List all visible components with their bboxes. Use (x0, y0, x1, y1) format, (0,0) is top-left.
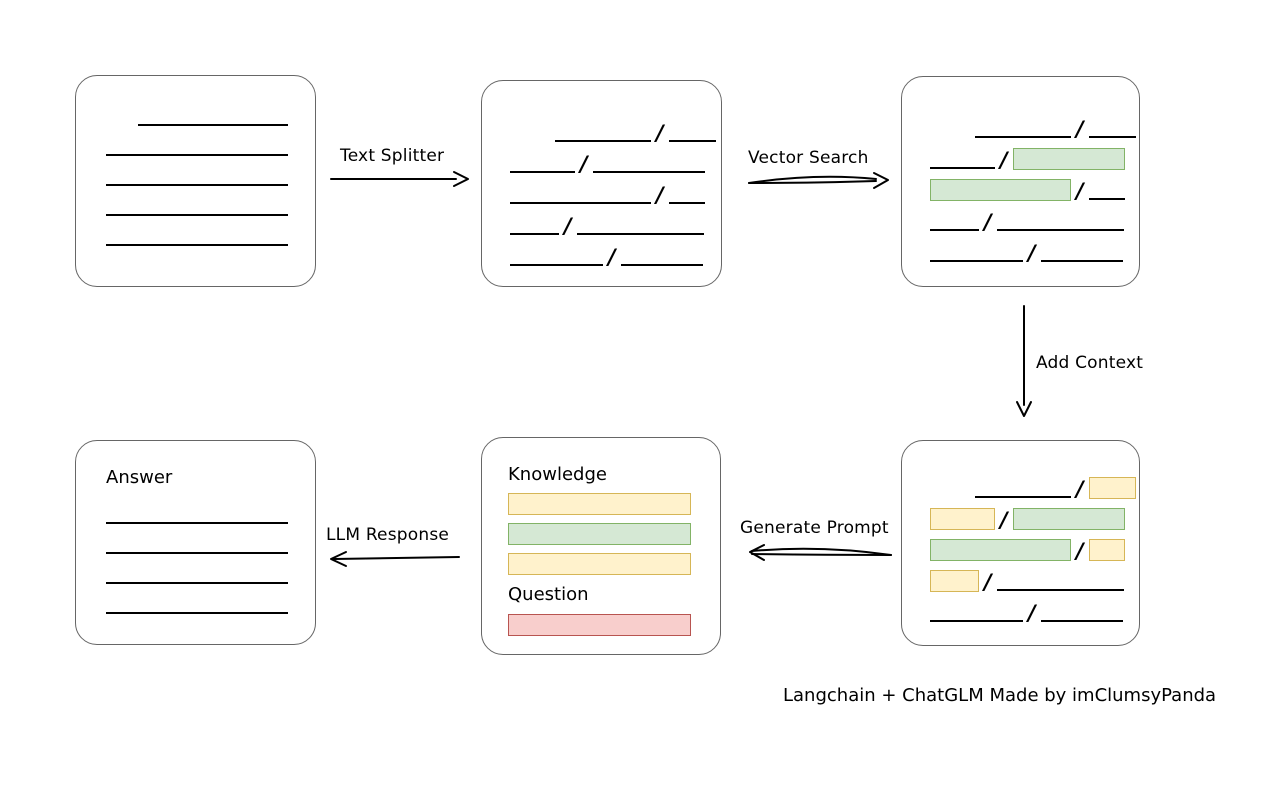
question-label: Question (508, 584, 589, 605)
chunk-segment-green (930, 179, 1071, 201)
chunk-segment-plain (996, 589, 1124, 591)
chunk-row: / (930, 206, 1124, 234)
arrow-label-generate-prompt: Generate Prompt (740, 518, 889, 538)
chunk-segment-plain (930, 229, 979, 231)
chunk-row: / (930, 237, 1123, 265)
chunk-row: / (555, 117, 716, 145)
chunk-segment-plain (576, 233, 704, 235)
chunk-row: / (510, 210, 704, 238)
llm-response-arrow (330, 551, 460, 567)
segment-separator-slash: / (564, 214, 572, 238)
arrow-label-add-context: Add Context (1036, 353, 1144, 373)
segment-separator-slash: / (656, 183, 664, 207)
document-line (106, 184, 288, 186)
chunk-segment-plain (930, 167, 995, 169)
knowledge-bar-green (508, 523, 691, 545)
segment-separator-slash: / (1028, 601, 1036, 625)
chunk-segment-plain (592, 171, 705, 173)
chunk-segment-plain (620, 264, 703, 266)
chunk-segment-plain (1088, 198, 1125, 200)
segment-separator-slash: / (1076, 179, 1084, 203)
segment-separator-slash: / (656, 121, 664, 145)
chunk-segment-plain (1040, 260, 1123, 262)
chunk-row: / (930, 504, 1125, 532)
vector-search-arrow (748, 172, 889, 189)
chunk-segment-plain (668, 202, 705, 204)
segment-separator-slash: / (1000, 508, 1008, 532)
generate-prompt-arrow (749, 544, 892, 561)
segment-separator-slash: / (984, 570, 992, 594)
document-line (106, 154, 288, 156)
vector-matches-box[interactable]: / / / / / (901, 76, 1140, 287)
chunk-row: / (975, 473, 1136, 501)
chunk-segment-plain (1088, 136, 1136, 138)
answer-line (106, 612, 288, 614)
chunk-row: / (930, 175, 1125, 203)
chunk-segment-plain (930, 260, 1023, 262)
answer-title: Answer (106, 467, 173, 488)
chunk-segment-plain (930, 620, 1023, 622)
chunk-segment-plain (510, 202, 651, 204)
chunk-segment-yellow (930, 570, 979, 592)
source-document-box[interactable] (75, 75, 316, 287)
document-line (138, 124, 288, 126)
answer-line (106, 582, 288, 584)
arrow-label-llm-response: LLM Response (326, 525, 450, 545)
chunk-segment-green (1012, 508, 1125, 530)
knowledge-bar-yellow (508, 553, 691, 575)
segment-separator-slash: / (1076, 477, 1084, 501)
context-added-box[interactable]: / / / / / (901, 440, 1140, 646)
knowledge-bar-yellow (508, 493, 691, 515)
chunk-row: / (510, 179, 705, 207)
add-context-arrow (1016, 305, 1032, 417)
answer-line (106, 522, 288, 524)
arrow-label-vector-search: Vector Search (748, 148, 869, 168)
chunk-segment-plain (510, 171, 575, 173)
chunk-row: / (930, 566, 1124, 594)
knowledge-label: Knowledge (508, 464, 607, 485)
chunk-segment-plain (975, 136, 1071, 138)
chunk-segment-plain (510, 264, 603, 266)
chunk-segment-yellow (1088, 477, 1136, 499)
chunk-segment-plain (555, 140, 651, 142)
answer-box[interactable]: Answer (75, 440, 316, 645)
question-bar-red (508, 614, 691, 636)
segment-separator-slash: / (1000, 148, 1008, 172)
footer-credit: Langchain + ChatGLM Made by imClumsyPand… (783, 685, 1217, 706)
answer-line (106, 552, 288, 554)
chunk-segment-plain (1040, 620, 1123, 622)
chunk-segment-yellow (930, 508, 995, 530)
chunk-row: / (930, 597, 1123, 625)
segment-separator-slash: / (1028, 241, 1036, 265)
arrow-label-text-splitter: Text Splitter (340, 146, 445, 166)
prompt-box[interactable]: Knowledge Question (481, 437, 721, 655)
segment-separator-slash: / (1076, 117, 1084, 141)
chunk-row: / (930, 535, 1125, 563)
chunk-segment-plain (668, 140, 716, 142)
document-line (106, 214, 288, 216)
document-line (106, 244, 288, 246)
chunk-segment-plain (975, 496, 1071, 498)
segment-separator-slash: / (580, 152, 588, 176)
split-chunks-box[interactable]: / / / / / (481, 80, 722, 287)
chunk-row: / (510, 148, 705, 176)
text-splitter-arrow (330, 171, 469, 187)
chunk-segment-yellow (1088, 539, 1125, 561)
segment-separator-slash: / (984, 210, 992, 234)
chunk-row: / (510, 241, 703, 269)
chunk-segment-green (930, 539, 1071, 561)
chunk-row: / (975, 113, 1136, 141)
chunk-segment-plain (510, 233, 559, 235)
chunk-segment-green (1012, 148, 1125, 170)
chunk-segment-plain (996, 229, 1124, 231)
segment-separator-slash: / (1076, 539, 1084, 563)
segment-separator-slash: / (608, 245, 616, 269)
chunk-row: / (930, 144, 1125, 172)
